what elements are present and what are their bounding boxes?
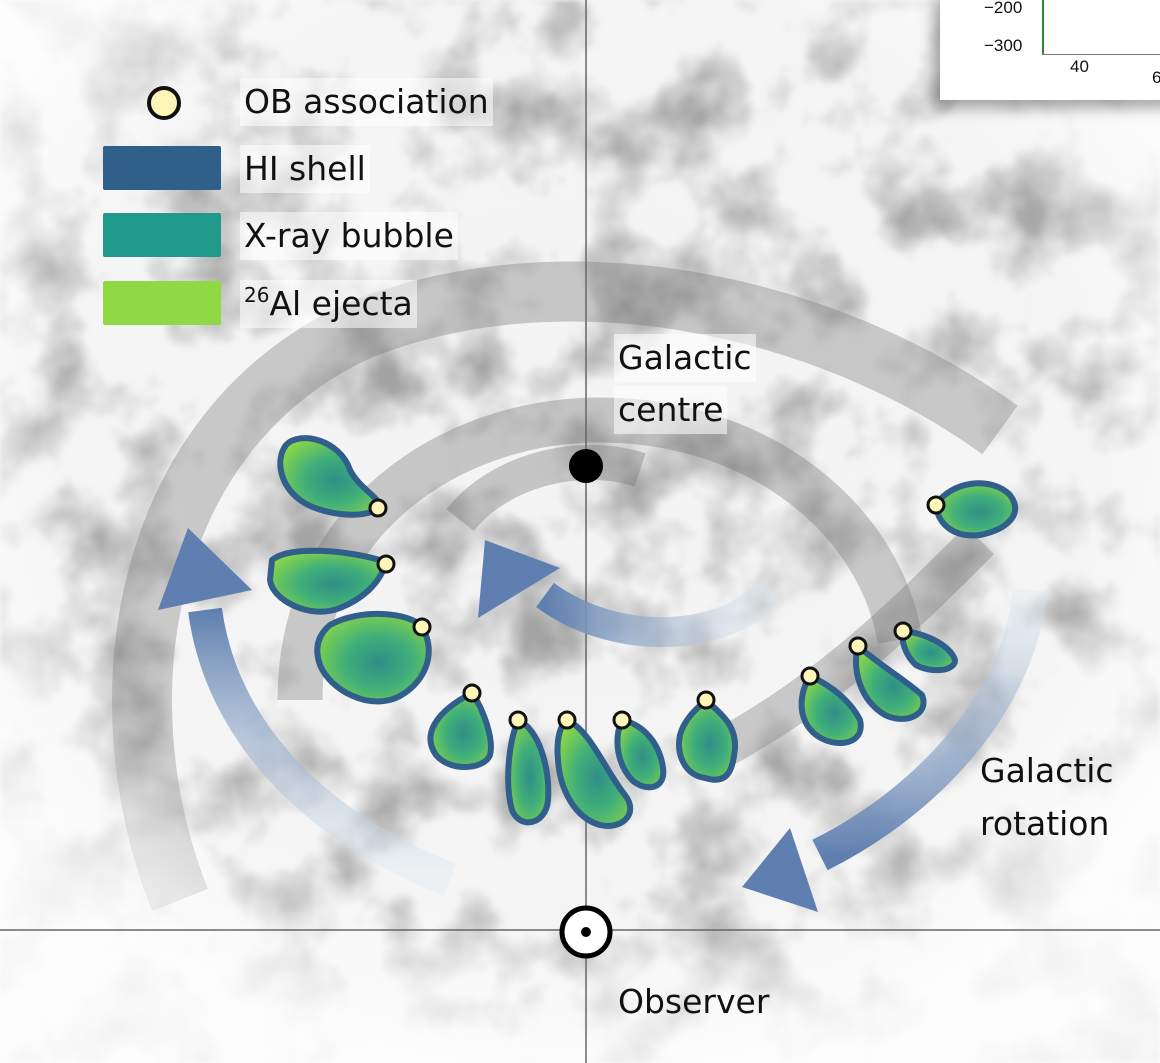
legend-ob-dot-icon: [147, 86, 181, 120]
inset-plot: −200 −300 40 6: [940, 0, 1160, 100]
bubble-8: [676, 697, 739, 783]
legend-xray-swatch: [103, 213, 221, 257]
ob-associations: [368, 495, 946, 730]
galactic-centre-marker: [569, 449, 603, 483]
rotation-arrow-right: [742, 588, 1047, 912]
inset-x-tick: 6: [1152, 68, 1160, 87]
ob-association-dot: [848, 636, 868, 656]
ob-association-dot: [368, 498, 388, 518]
rotation-arrow-middle: [478, 540, 782, 648]
legend-hi-shell-swatch: [103, 146, 221, 190]
bubble-5: [505, 717, 552, 826]
bubble-4: [427, 690, 494, 770]
galactic-centre-label-2: centre: [614, 386, 728, 434]
ob-association-dot: [376, 554, 396, 574]
legend-label-xray: X-ray bubble: [240, 212, 458, 260]
inset-axis: [1042, 0, 1044, 54]
inset-y-tick: −200: [984, 0, 1023, 17]
bubble-11: [899, 628, 958, 674]
legend-al-ejecta-swatch: [103, 281, 221, 325]
observer-sun-icon: [559, 905, 613, 959]
bubble-12: [933, 480, 1019, 539]
rotation-arrow-left: [158, 528, 457, 896]
ob-association-dot: [412, 617, 432, 637]
ob-association-dot: [926, 495, 946, 515]
inset-y-tick: −300: [984, 36, 1023, 55]
legend-label-al-text: Al ejecta: [269, 284, 413, 323]
ob-association-dot: [800, 666, 820, 686]
bubble-2: [267, 547, 389, 615]
legend-label-hi-shell: HI shell: [240, 145, 370, 193]
ob-association-dot: [557, 710, 577, 730]
bubble-9: [798, 673, 864, 747]
ob-association-dot: [508, 710, 528, 730]
observer-label: Observer: [618, 982, 770, 1021]
galactic-rotation-label-1: Galactic: [980, 751, 1114, 790]
bubble-6: [554, 717, 634, 829]
galactic-centre-label-1: Galactic: [614, 334, 756, 382]
legend-label-ob: OB association: [240, 78, 493, 126]
ob-association-dot: [462, 683, 482, 703]
bubble-3: [314, 610, 432, 705]
ob-association-dot: [893, 621, 913, 641]
galactic-rotation-label-2: rotation: [980, 804, 1110, 843]
ob-association-dot: [696, 690, 716, 710]
ob-association-dot: [612, 710, 632, 730]
legend-label-al: 26Al ejecta: [240, 280, 417, 328]
bubble-10: [853, 643, 927, 722]
inset-x-axis: [1042, 54, 1160, 55]
legend-label-al-sup: 26: [244, 283, 270, 307]
bubble-7: [614, 717, 667, 791]
inset-x-tick: 40: [1070, 57, 1089, 76]
superbubbles: [267, 435, 1019, 829]
